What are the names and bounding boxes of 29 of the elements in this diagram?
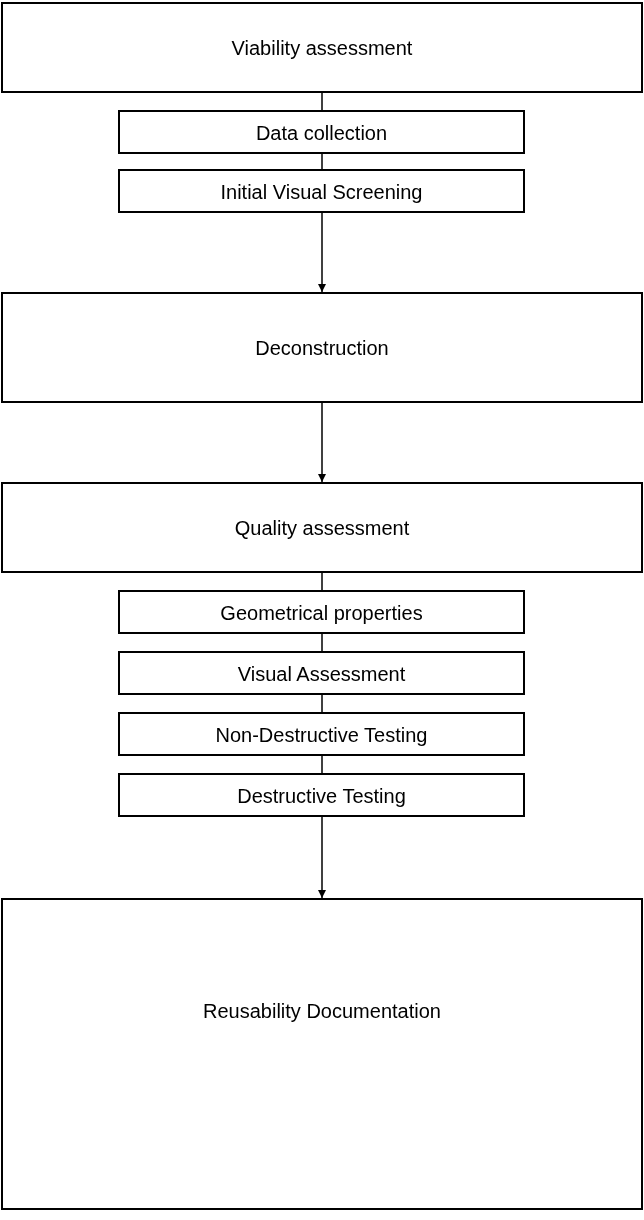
process-box xyxy=(118,773,525,817)
process-box xyxy=(1,482,643,573)
process-box xyxy=(118,110,525,154)
step-label: Non-Destructive Testing xyxy=(215,724,428,748)
connector-line xyxy=(321,633,323,652)
arrow xyxy=(318,816,326,899)
step-label: Reusability Documentation xyxy=(203,1000,441,1024)
step-label: Deconstruction xyxy=(255,337,389,361)
step-label: Initial Visual Screening xyxy=(220,181,423,205)
connector-line xyxy=(321,694,323,713)
step-label: Quality assessment xyxy=(234,517,410,541)
step-label: Data collection xyxy=(255,122,388,146)
step-label: Viability assessment xyxy=(231,37,413,61)
process-box xyxy=(118,712,525,756)
process-box xyxy=(118,169,525,213)
step-label: Destructive Testing xyxy=(237,785,406,809)
arrow xyxy=(318,212,326,293)
connector-line xyxy=(321,92,323,111)
process-box xyxy=(118,651,525,695)
step-label: Visual Assessment xyxy=(237,663,406,687)
arrow xyxy=(318,402,326,483)
connector-line xyxy=(321,755,323,774)
process-box xyxy=(1,2,643,93)
process-box xyxy=(1,898,643,1210)
process-box xyxy=(1,292,643,403)
process-box xyxy=(118,590,525,634)
connector-line xyxy=(321,153,323,170)
step-label: Geometrical properties xyxy=(220,602,423,626)
connector-line xyxy=(321,572,323,591)
